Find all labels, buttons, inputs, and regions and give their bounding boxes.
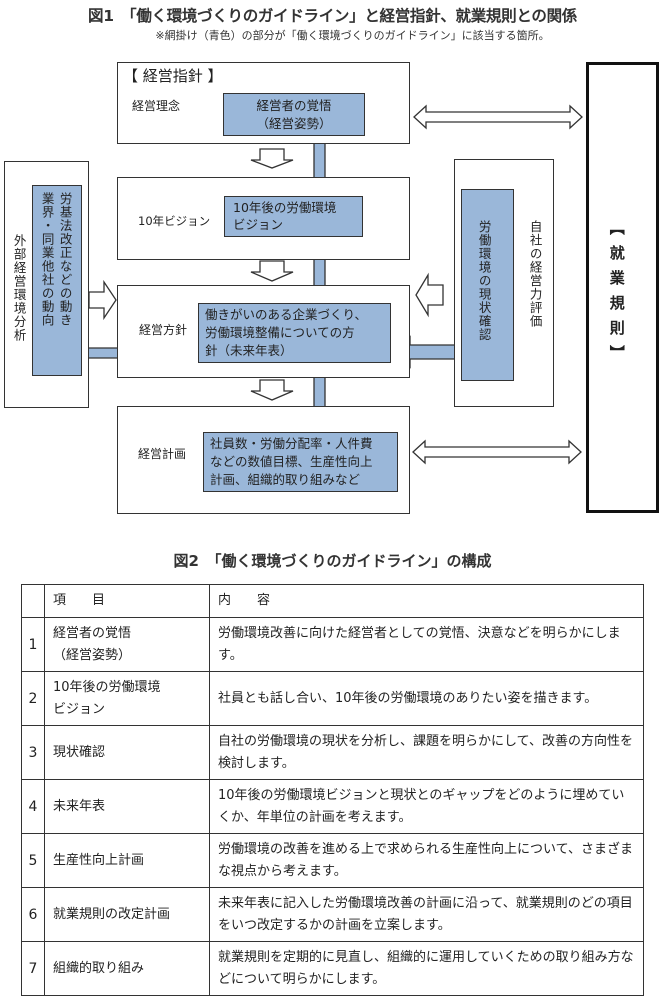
content-line: （経営姿勢） (256, 116, 332, 131)
header-number (21, 584, 45, 618)
table-header-row: 項 目 内 容 (21, 584, 644, 618)
double-arrow-top (413, 104, 583, 130)
content-line: 働きがいのある企業づくり、 (205, 307, 368, 322)
row-item: 10年後の労働環境 ビジョン (44, 671, 210, 726)
guideline-table: 項 目 内 容 1 経営者の覚悟 （経営姿勢） 労働環境改善に向けた経営者として… (21, 584, 644, 996)
content-line: 労働環境整備についての方 (205, 325, 355, 340)
table-row: 4 未来年表 10年後の労働環境ビジョンと現状とのギャップをどのように埋めていく… (21, 779, 644, 834)
external-trend-col2: 業界・同業他社の動向 (39, 192, 55, 327)
work-rules-box: 【就業規則】 (586, 62, 659, 513)
row-label-philosophy: 経営理念 (132, 99, 181, 113)
row-content: 10年後の労働環境ビジョンと現状とのギャップをどのように埋めていくか、年単位の計… (209, 779, 644, 834)
row-number: 4 (21, 779, 45, 834)
external-analysis-label: 外部経営環境分析 (11, 234, 27, 342)
row-content: 社員とも話し合い、10年後の労働環境のありたい姿を描きます。 (209, 671, 644, 726)
external-trend-col1: 労基法改正などの動き (57, 192, 73, 327)
table-row: 6 就業規則の改定計画 未来年表に記入した労働環境改善の計画に沿って、就業規則の… (21, 887, 644, 942)
highlight-ten-year-vision: 10年後の労働環境 ビジョン (224, 196, 363, 237)
table-row: 5 生産性向上計画 労働環境の改善を進める上で求められる生産性向上について、さま… (21, 833, 644, 888)
row-content: 労働環境の改善を進める上で求められる生産性向上について、さまざまな視点から考えま… (209, 833, 644, 888)
row-label-vision: 10年ビジョン (138, 214, 211, 228)
content-line: ビジョン (233, 217, 284, 232)
highlight-current-status: 労働環境の現状確認 (461, 189, 514, 381)
row-item: 生産性向上計画 (44, 833, 210, 888)
row-number: 1 (21, 617, 45, 672)
flow-arrow-down-2 (250, 260, 294, 282)
row-item: 組織的取り組み (44, 941, 210, 996)
figure1-title: 図1 「働く環境づくりのガイドライン」と経営指針、就業規則との関係 (88, 7, 577, 25)
content-line: 社員数・労働分配率・人件費 (210, 436, 373, 451)
row-content: 就業規則を定期的に見直し、組織的に運用していくための取り組み方などについて明らか… (209, 941, 644, 996)
header-item: 項 目 (44, 584, 210, 618)
row-content: 未来年表に記入した労働環境改善の計画に沿って、就業規則のどの項目をいつ改定するか… (209, 887, 644, 942)
row-number: 6 (21, 887, 45, 942)
row-item: 未来年表 (44, 779, 210, 834)
content-line: などの数値目標、生産性向上 (210, 454, 373, 469)
row-number: 7 (21, 941, 45, 996)
work-rules-label: 【就業規則】 (607, 220, 626, 370)
row-number: 3 (21, 725, 45, 780)
row-item: 経営者の覚悟 （経営姿勢） (44, 617, 210, 672)
flow-arrow-down-1 (250, 148, 294, 169)
row-number: 2 (21, 671, 45, 726)
row-number: 5 (21, 833, 45, 888)
self-evaluation-label: 自社の経営力評価 (527, 220, 543, 328)
highlight-future-timeline: 働きがいのある企業づくり、 労働環境整備についての方 針（未来年表） (198, 303, 391, 363)
header-content: 内 容 (209, 584, 644, 618)
highlight-external-trends: 労基法改正などの動き 業界・同業他社の動向 (32, 185, 82, 376)
highlight-numeric-targets: 社員数・労働分配率・人件費 などの数値目標、生産性向上 計画、組織的取り組みなど (203, 432, 398, 492)
row-item: 就業規則の改定計画 (44, 887, 210, 942)
row-item: 現状確認 (44, 725, 210, 780)
highlight-executive-resolve: 経営者の覚悟 （経営姿勢） (223, 93, 365, 136)
current-status-text: 労働環境の現状確認 (476, 220, 492, 342)
table-row: 2 10年後の労働環境 ビジョン 社員とも話し合い、10年後の労働環境のありたい… (21, 671, 644, 726)
double-arrow-bottom (412, 439, 582, 465)
row-content: 労働環境改善に向けた経営者としての覚悟、決意などを明らかにします。 (209, 617, 644, 672)
content-line: 10年後の労働環境 (233, 200, 337, 215)
management-policy-header: 【 経営指針 】 (123, 67, 223, 85)
row-content: 自社の労働環境の現状を分析し、課題を明らかにして、改善の方向性を検討します。 (209, 725, 644, 780)
row-label-policy: 経営方針 (139, 323, 188, 337)
content-line: 経営者の覚悟 (256, 98, 332, 113)
content-line: 針（未来年表） (205, 343, 293, 358)
flow-arrow-right-external (88, 279, 117, 321)
figure2-title: 図2 「働く環境づくりのガイドライン」の構成 (173, 552, 492, 570)
content-line: 計画、組織的取り組みなど (210, 472, 361, 487)
flow-arrow-left-self (415, 272, 444, 318)
table-row: 3 現状確認 自社の労働環境の現状を分析し、課題を明らかにして、改善の方向性を検… (21, 725, 644, 780)
table-row: 7 組織的取り組み 就業規則を定期的に見直し、組織的に運用していくための取り組み… (21, 941, 644, 996)
figure1-note: ※網掛け（青色）の部分が「働く環境づくりのガイドライン」に該当する箇所。 (155, 29, 550, 42)
table-row: 1 経営者の覚悟 （経営姿勢） 労働環境改善に向けた経営者としての覚悟、決意など… (21, 617, 644, 672)
flow-arrow-down-3 (250, 379, 294, 401)
row-label-plan: 経営計画 (138, 447, 187, 461)
